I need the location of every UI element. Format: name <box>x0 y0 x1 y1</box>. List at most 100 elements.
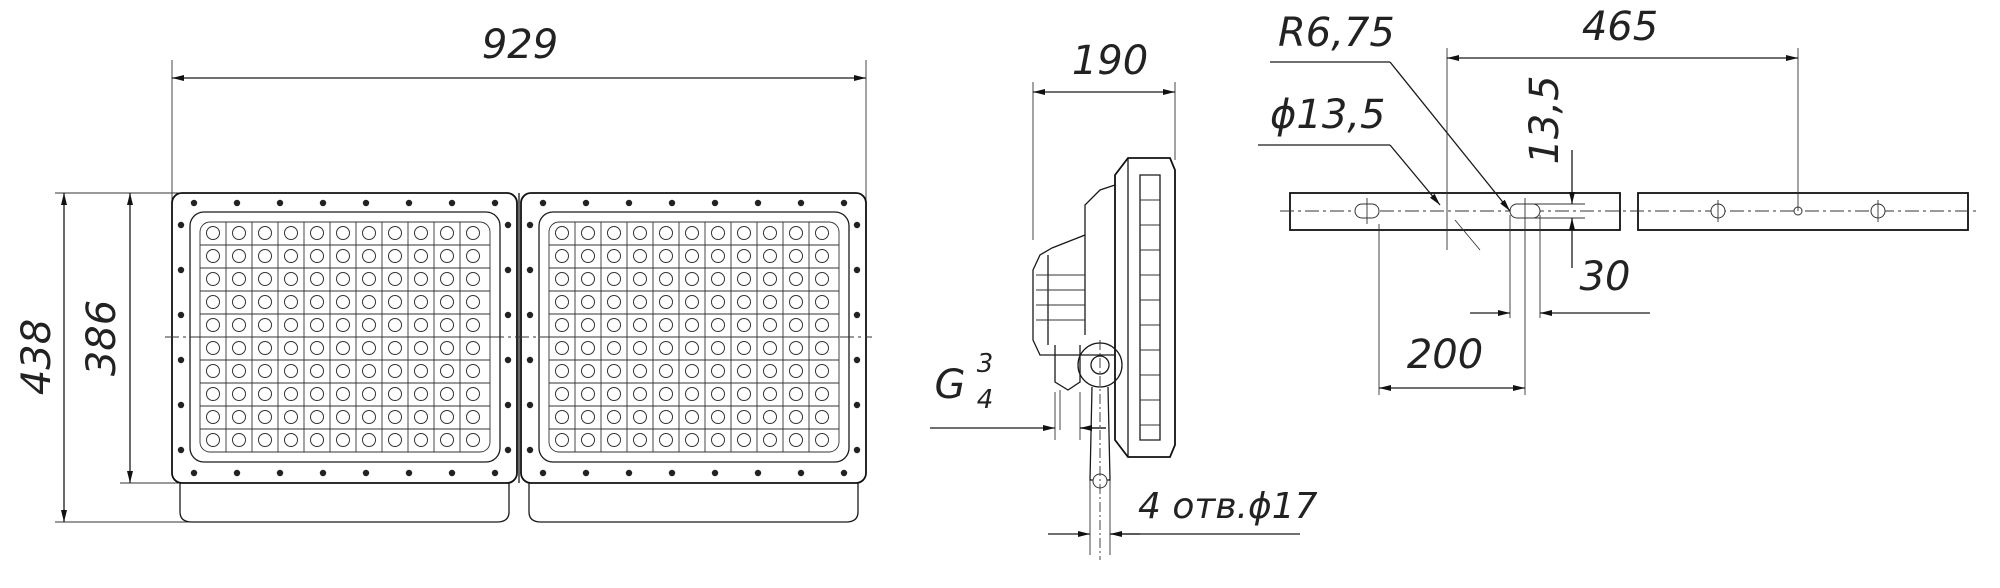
bolt-head <box>797 469 805 477</box>
bolt-head <box>853 356 861 364</box>
led-lens <box>607 433 621 447</box>
led-lens <box>789 410 803 424</box>
led-lens <box>388 318 402 332</box>
bolt-head <box>539 469 547 477</box>
bolt-head <box>233 199 241 207</box>
led-lens <box>258 249 272 263</box>
led-lens <box>737 295 751 309</box>
led-lens <box>362 318 376 332</box>
led-lens <box>685 249 699 263</box>
led-lens <box>206 387 220 401</box>
bracket-right-bar <box>1637 192 1969 231</box>
led-lens <box>440 410 454 424</box>
bolt-head <box>754 199 762 207</box>
led-lens <box>789 364 803 378</box>
led-lens <box>362 272 376 286</box>
led-lens <box>284 433 298 447</box>
led-lens <box>206 364 220 378</box>
led-lens <box>659 341 673 355</box>
led-lens <box>466 249 480 263</box>
bolt-head <box>319 469 327 477</box>
bolt-head <box>190 199 198 207</box>
bolt-head <box>853 446 861 454</box>
led-lens <box>633 364 647 378</box>
led-lens <box>232 341 246 355</box>
led-lens <box>685 318 699 332</box>
led-lens <box>336 295 350 309</box>
led-lens <box>815 226 829 240</box>
height-inner-label: 386 <box>79 300 125 376</box>
led-lens <box>711 249 725 263</box>
led-lens <box>310 226 324 240</box>
led-lens <box>555 387 569 401</box>
led-lens <box>633 249 647 263</box>
bolt-head <box>668 199 676 207</box>
led-lens <box>633 318 647 332</box>
bolt-head <box>276 469 284 477</box>
led-lens <box>763 387 777 401</box>
led-lens <box>258 387 272 401</box>
led-lens <box>763 364 777 378</box>
bolt-head <box>539 199 547 207</box>
led-lens <box>815 318 829 332</box>
led-lens <box>362 410 376 424</box>
height-outer-label: 438 <box>14 319 60 395</box>
led-lens <box>414 226 428 240</box>
led-lens <box>388 226 402 240</box>
led-lens <box>310 433 324 447</box>
led-lens <box>388 387 402 401</box>
led-lens <box>362 226 376 240</box>
bolt-head <box>233 469 241 477</box>
led-lens <box>711 433 725 447</box>
led-lens <box>815 272 829 286</box>
led-lens <box>815 364 829 378</box>
bracket-left-bar <box>1289 192 1621 231</box>
led-lens <box>232 364 246 378</box>
led-lens <box>466 318 480 332</box>
bolt-head <box>853 401 861 409</box>
led-lens <box>336 226 350 240</box>
led-lens <box>789 295 803 309</box>
cable-gland <box>1054 345 1081 391</box>
bolt-head <box>177 446 185 454</box>
led-lens <box>737 249 751 263</box>
led-lens <box>310 341 324 355</box>
bolt-head <box>276 199 284 207</box>
led-lens <box>789 341 803 355</box>
led-lens <box>440 226 454 240</box>
thread-label-superscript: 3 <box>977 349 994 379</box>
bolt-head <box>711 469 719 477</box>
led-lens <box>414 318 428 332</box>
led-lens <box>414 433 428 447</box>
led-lens <box>232 433 246 447</box>
led-lens <box>659 249 673 263</box>
led-lens <box>659 410 673 424</box>
slot-height-label: 13,5 <box>1522 75 1568 164</box>
led-lens <box>388 410 402 424</box>
led-lens <box>555 295 569 309</box>
led-lens <box>581 226 595 240</box>
led-lens <box>258 410 272 424</box>
led-lens <box>659 433 673 447</box>
led-lens <box>206 272 220 286</box>
bolt-head <box>177 401 185 409</box>
led-lens <box>206 295 220 309</box>
led-lens <box>232 387 246 401</box>
led-lens <box>555 433 569 447</box>
right-bottom-bracket <box>528 483 859 523</box>
side-view: 190 <box>930 38 1318 560</box>
left-led-array <box>206 226 480 447</box>
led-lens <box>362 364 376 378</box>
bolt-head <box>526 266 534 274</box>
led-lens <box>336 318 350 332</box>
led-lens <box>685 295 699 309</box>
led-lens <box>310 387 324 401</box>
led-lens <box>362 249 376 263</box>
led-lens <box>815 387 829 401</box>
bolt-head <box>504 311 512 319</box>
led-lens <box>362 341 376 355</box>
led-lens <box>440 318 454 332</box>
led-lens <box>336 364 350 378</box>
bolt-head <box>582 469 590 477</box>
